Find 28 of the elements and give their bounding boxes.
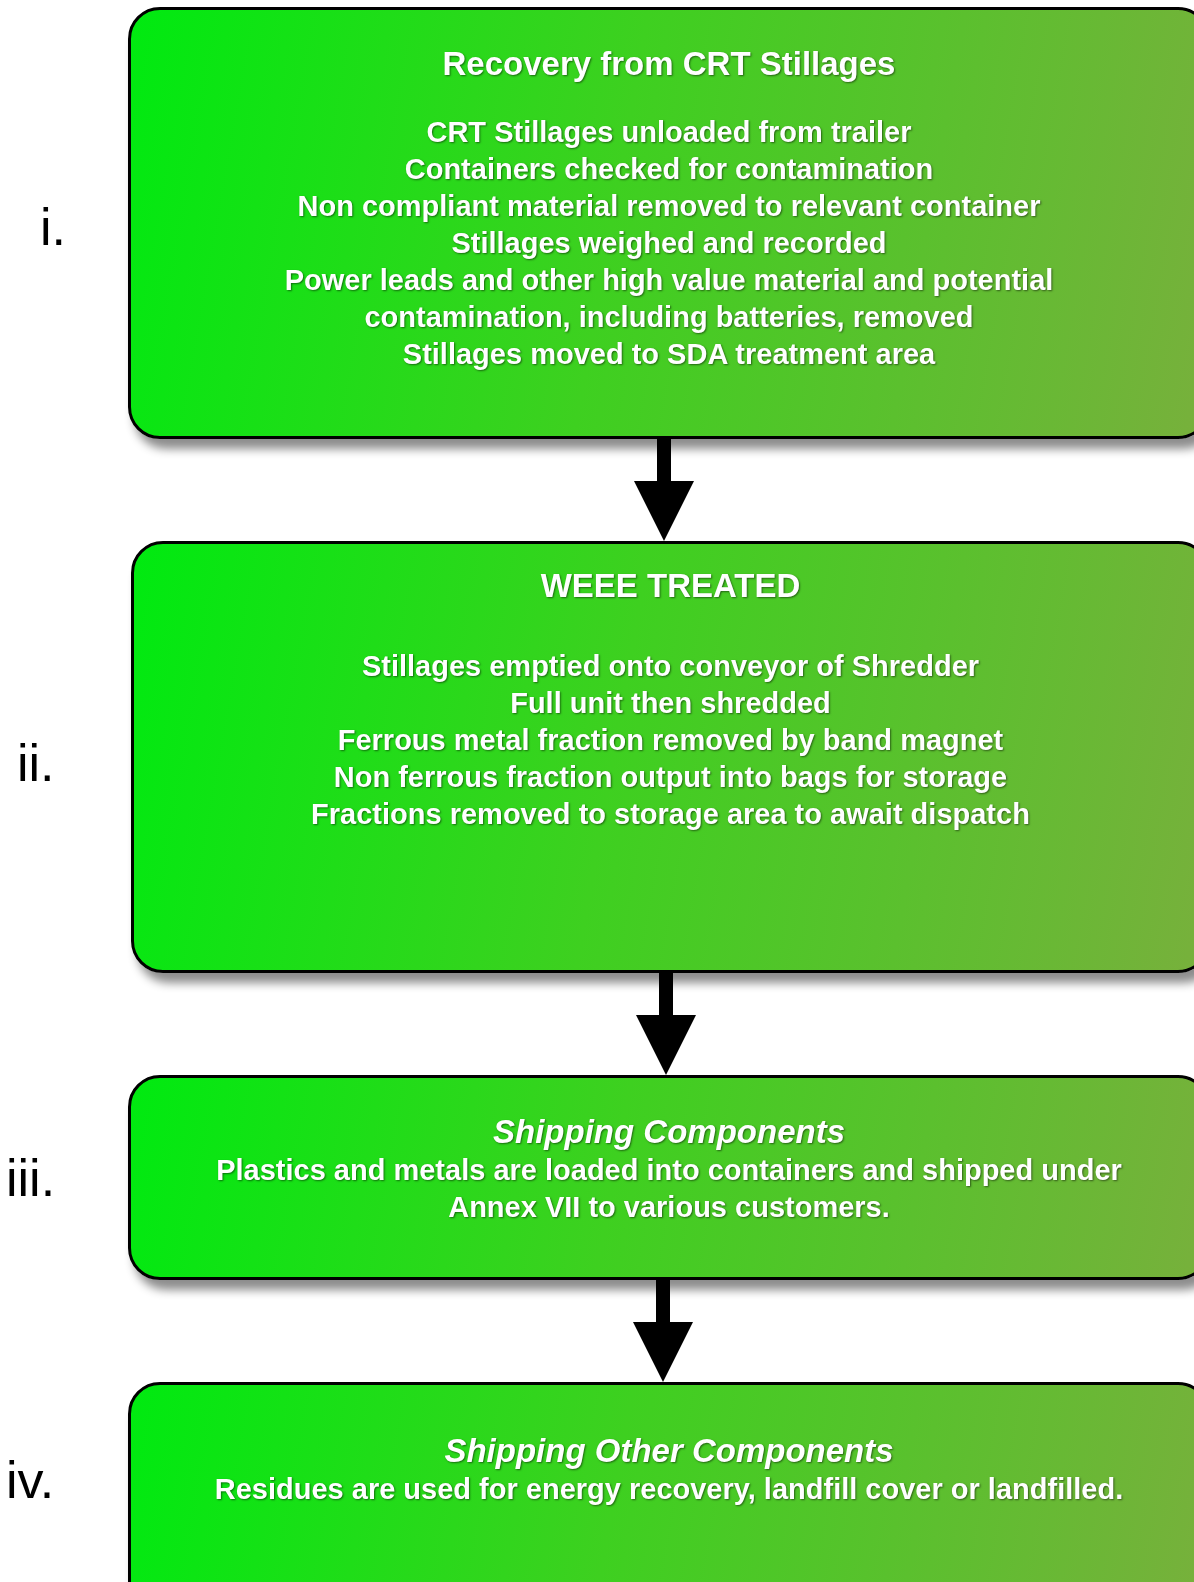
step-text: Non compliant material removed to relevant container xyxy=(296,189,1042,224)
step-numeral: iv. xyxy=(6,1450,55,1510)
step-text: Fractions removed to storage area to await dispatch xyxy=(310,797,1031,832)
box-heading: Recovery from CRT Stillages xyxy=(441,44,897,84)
step-text: Plastics and metals are loaded into containers and shipped under Annex VII to various customers. xyxy=(215,1153,1123,1225)
process-box xyxy=(128,1075,1194,1280)
step-text: Residues are used for energy recovery, landfill cover or landfilled. xyxy=(213,1472,1125,1507)
process-box xyxy=(128,1382,1194,1582)
step-text: Stillages moved to SDA treatment area xyxy=(401,337,937,372)
step-text: Ferrous metal fraction removed by band magnet xyxy=(336,723,1005,758)
step-text: Stillages weighed and recorded xyxy=(450,226,888,261)
box-heading: Shipping Other Components xyxy=(443,1431,895,1471)
step-numeral: i. xyxy=(40,197,66,257)
arrow xyxy=(634,439,694,541)
step-text: Power leads and other high value material and potential contamination, including batteries, removed xyxy=(283,263,1055,335)
step-text: CRT Stillages unloaded from trailer xyxy=(425,115,913,150)
step-text: Stillages emptied onto conveyor of Shredder xyxy=(360,649,981,684)
step-text: Non ferrous fraction output into bags for storage xyxy=(332,760,1009,795)
box-heading: WEEE TREATED xyxy=(539,566,802,606)
step-numeral: ii. xyxy=(17,733,55,793)
step-text: Full unit then shredded xyxy=(509,686,832,721)
arrow xyxy=(636,973,696,1075)
step-text: Containers checked for contamination xyxy=(403,152,935,187)
process-box xyxy=(128,7,1194,439)
step-numeral: iii. xyxy=(6,1148,56,1208)
process-box xyxy=(131,541,1194,973)
arrow xyxy=(633,1280,693,1382)
box-heading: Shipping Components xyxy=(492,1112,846,1152)
